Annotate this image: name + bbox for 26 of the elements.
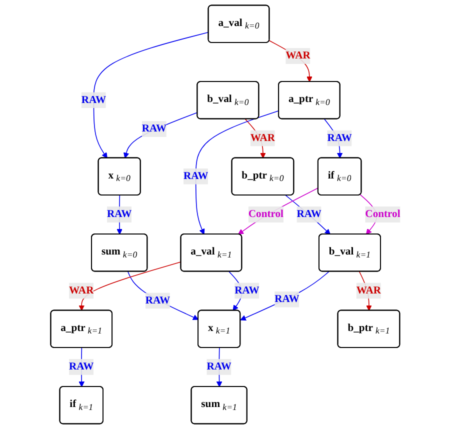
edge-label: WAR	[69, 284, 94, 296]
edge-label: RAW	[206, 361, 232, 372]
edge-label: RAW	[106, 208, 132, 220]
edge-label: RAW	[274, 293, 300, 305]
edge-label: Control	[365, 208, 400, 220]
edge-label: RAW	[296, 208, 322, 220]
arrow	[195, 110, 280, 235]
edge-label: WAR	[286, 50, 310, 62]
edge-label: WAR	[250, 132, 276, 144]
edge-label: RAW	[327, 132, 352, 144]
arrow	[238, 188, 319, 235]
edge-label: RAW	[183, 170, 208, 182]
arrow	[127, 271, 199, 320]
arrow	[240, 271, 330, 321]
edge-label: WAR	[356, 284, 382, 296]
edge-label: RAW	[81, 94, 106, 106]
arrow	[78, 262, 182, 311]
edge-label: RAW	[142, 123, 167, 134]
arrow	[285, 194, 331, 235]
arrow	[93, 32, 209, 158]
arrow	[123, 112, 198, 158]
edge-label: Control	[248, 208, 284, 220]
edge-label: RAW	[145, 294, 170, 306]
edge-label: RAW	[234, 284, 260, 296]
edge-label: RAW	[69, 361, 94, 372]
arrow	[268, 40, 312, 82]
